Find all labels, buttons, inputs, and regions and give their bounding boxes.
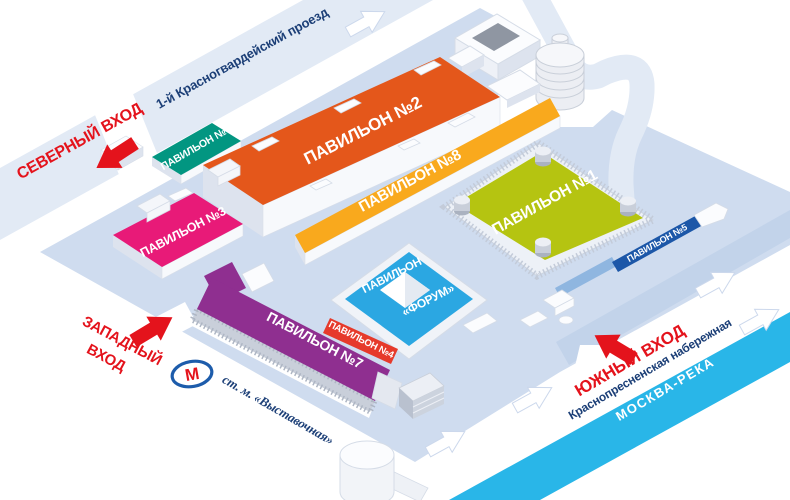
- pavilion-1-roof: [455, 152, 643, 260]
- pavilion-1-corner-towers: [454, 146, 636, 258]
- road-krasnogvardeysky: [0, 0, 433, 240]
- svg-text:М: М: [183, 364, 200, 385]
- pavilion-3-building: [113, 187, 244, 280]
- pavilion-3-roof: [113, 193, 243, 267]
- plaza-road-band: [556, 210, 790, 365]
- pavilion-8-roof: [295, 98, 560, 253]
- pavilion-1-building: [439, 138, 661, 281]
- service-boxes-south: [462, 289, 575, 334]
- pavilion-2-roof: [203, 57, 500, 205]
- pavilion-5-roof: [612, 215, 703, 272]
- pavilion-7-building: [188, 262, 403, 418]
- pavilion-8-building: [295, 98, 561, 266]
- pavilion-forum-building: [330, 242, 488, 360]
- cylinder-building: [339, 440, 429, 500]
- service-annex: [486, 69, 541, 108]
- road-loop: [522, 0, 655, 229]
- warehouse-building: [398, 372, 445, 419]
- pavilion-5-building: [555, 202, 729, 297]
- pavilion-6-roof: [152, 123, 241, 175]
- pavilion-4-roof: [323, 318, 398, 364]
- tank-building: [535, 33, 585, 111]
- pavilion-4-building: [323, 318, 398, 364]
- connector-box: [136, 158, 241, 223]
- metro-logo-icon: М: [170, 359, 214, 389]
- river: [449, 312, 790, 500]
- pavilion-7-roof: [197, 278, 390, 401]
